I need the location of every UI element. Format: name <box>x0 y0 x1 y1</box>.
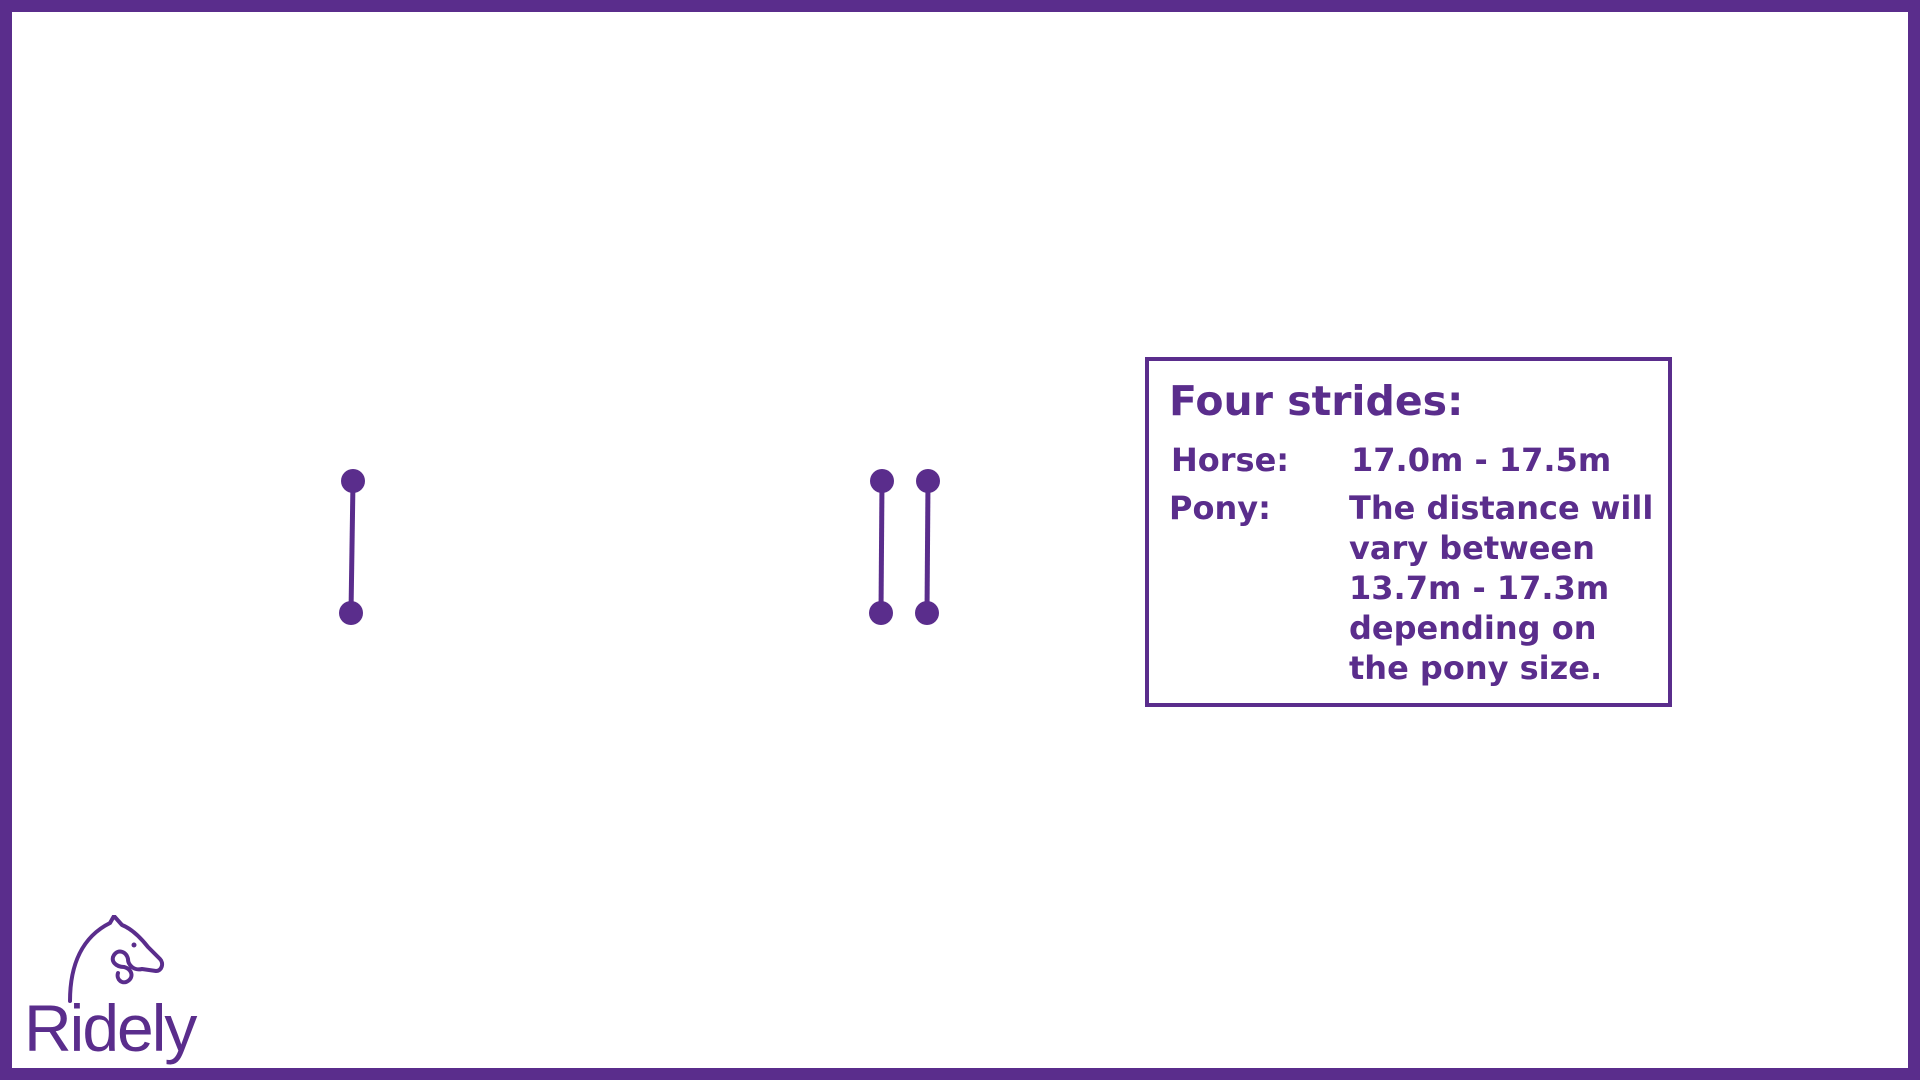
pole-end-top <box>870 469 894 493</box>
horse-label: Horse: <box>1171 441 1290 479</box>
pole-line <box>348 480 356 614</box>
info-title: Four strides: <box>1169 377 1464 425</box>
double-pole-left <box>869 469 894 625</box>
horse-value: 17.0m - 17.5m <box>1351 441 1612 479</box>
pole-end-top <box>916 469 940 493</box>
ridely-logo: Ridely <box>24 915 204 1065</box>
pole-line <box>878 480 885 614</box>
pole-end-top <box>341 469 365 493</box>
pole-line <box>924 480 931 614</box>
pole-end-bottom <box>339 601 363 625</box>
pony-label: Pony: <box>1169 489 1271 527</box>
double-pole-right <box>915 469 940 625</box>
single-pole <box>339 469 365 625</box>
horse-head-icon <box>68 915 165 1003</box>
pole-end-bottom <box>915 601 939 625</box>
pole-end-bottom <box>869 601 893 625</box>
distance-info-box: Four strides: Horse: 17.0m - 17.5m Pony:… <box>1145 357 1672 707</box>
pony-value: The distance will vary between 13.7m - 1… <box>1349 489 1654 687</box>
logo-text: Ridely <box>24 991 197 1065</box>
